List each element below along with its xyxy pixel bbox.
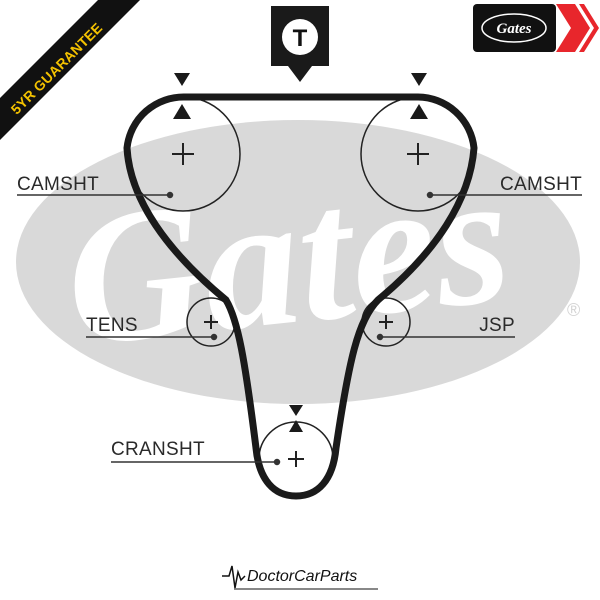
watermark: Gates ®	[16, 120, 580, 404]
footer: DoctorCarParts	[222, 565, 378, 590]
jackshaft-leader-dot	[376, 333, 384, 341]
camshaft-right-label: CAMSHT	[500, 174, 582, 195]
tensioner-label: TENS	[86, 315, 138, 336]
guarantee-ribbon-band	[0, 0, 140, 140]
brand-logo: Gates	[473, 4, 599, 52]
guarantee-ribbon-text: 5YR GUARANTEE	[8, 20, 106, 118]
tensioner-leader-dot	[210, 333, 218, 341]
pulley-centers	[172, 143, 429, 467]
tensioner-marker-circle	[282, 19, 318, 55]
camshaft-left-center-icon	[172, 143, 194, 165]
leader-lines	[17, 191, 582, 466]
crankshaft-leader-dot	[273, 458, 281, 466]
timing-belt	[123, 93, 478, 500]
left-cam-inner-mark-icon	[173, 104, 191, 119]
camshaft-left-leader-dot	[166, 191, 174, 199]
right-cam-inner-mark-icon	[410, 104, 428, 119]
brand-logo-text: Gates	[497, 21, 532, 37]
camshaft-right-center-icon	[407, 143, 429, 165]
jackshaft-center-icon	[379, 315, 393, 329]
crankshaft-label: CRANSHT	[111, 439, 205, 460]
camshaft-right-leader-dot	[426, 191, 434, 199]
crank-outer-mark-icon	[289, 405, 303, 416]
brand-logo-box	[473, 4, 556, 52]
watermark-registered: ®	[567, 300, 580, 320]
labels: CAMSHT CAMSHT TENS JSP CRANSHT	[17, 174, 582, 460]
tensioner-marker: T	[271, 6, 329, 82]
crank-inner-mark-icon	[289, 420, 303, 432]
camshaft-left-label: CAMSHT	[17, 174, 99, 195]
guarantee-ribbon: 5YR GUARANTEE	[0, 0, 140, 140]
brand-chevron-2-icon	[579, 4, 599, 52]
tensioner-center-icon	[204, 315, 218, 329]
crankshaft-center-icon	[288, 451, 304, 467]
timing-marks	[173, 73, 428, 432]
footer-text: DoctorCarParts	[247, 568, 357, 585]
tensioner-marker-letter: T	[293, 25, 308, 52]
footer-pulse-icon	[222, 565, 246, 589]
brand-chevron-1-icon	[556, 4, 590, 52]
right-cam-outer-mark-icon	[411, 73, 427, 86]
brand-logo-oval	[481, 13, 547, 43]
left-cam-outer-mark-icon	[174, 73, 190, 86]
jackshaft-label: JSP	[479, 315, 515, 336]
watermark-ellipse	[16, 120, 580, 404]
